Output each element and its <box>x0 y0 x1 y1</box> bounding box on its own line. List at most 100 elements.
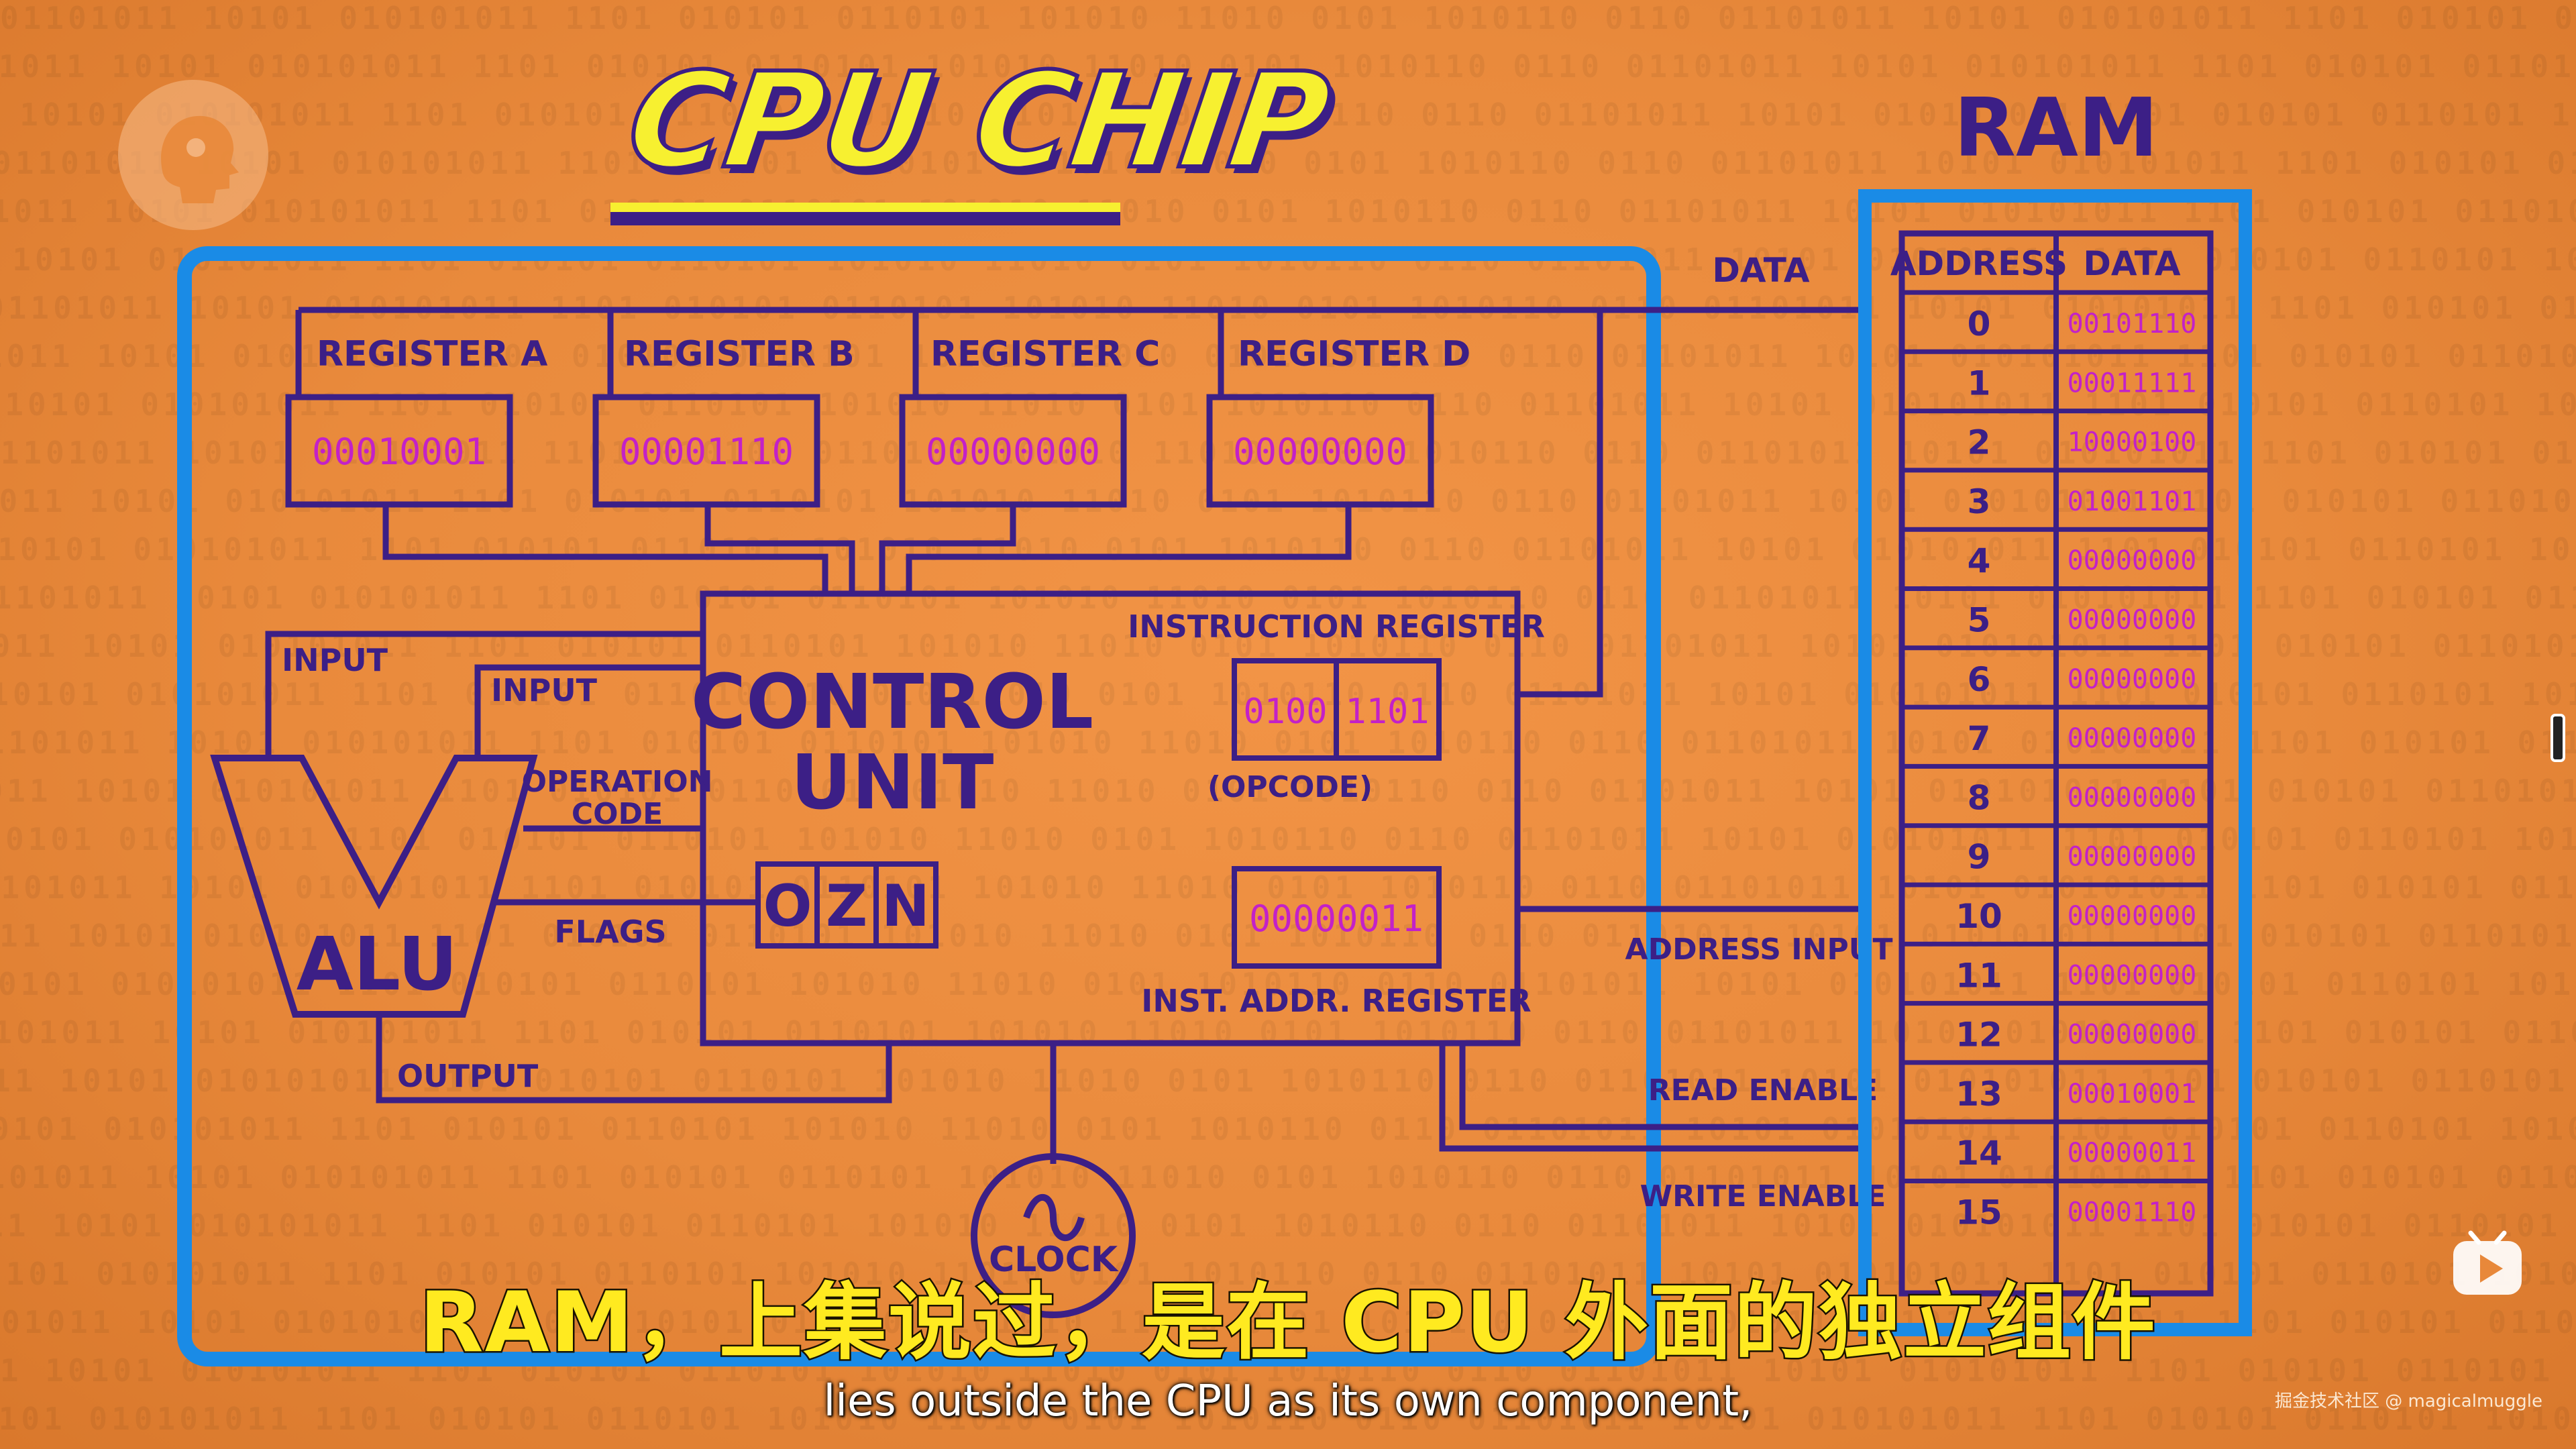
flags-label: FLAGS <box>554 914 666 950</box>
address-input-label: ADDRESS INPUT <box>1625 932 1893 967</box>
ram-address: 13 <box>1955 1075 2002 1114</box>
ram-address: 8 <box>1968 778 1991 817</box>
ram-address: 2 <box>1968 423 1991 462</box>
register-c: REGISTER C 00000000 <box>899 334 1160 508</box>
ram-data: 00000000 <box>2068 664 2197 695</box>
flag-zero: Z <box>826 873 867 940</box>
binary-row: 01101011 10101 010101011 1101 010101 011… <box>0 0 2576 36</box>
control-unit <box>700 590 1521 1046</box>
inst-addr-label: INST. ADDR. REGISTER <box>1141 983 1531 1019</box>
svg-text:CPU CHIP: CPU CHIP <box>625 52 1344 205</box>
operation-code-label-2: CODE <box>572 797 663 831</box>
ram-address: 3 <box>1968 482 1991 521</box>
wires <box>265 307 1865 1164</box>
read-enable-label: READ ENABLE <box>1648 1073 1878 1108</box>
register-value: 00010001 <box>312 431 486 473</box>
ram-data: 00000000 <box>2068 901 2197 932</box>
binary-row: 01101011 10101 010101011 1101 010101 011… <box>0 1063 2576 1099</box>
clock-wave-icon <box>1023 1193 1085 1242</box>
ram-address: 10 <box>1955 897 2002 936</box>
write-enable-label: WRITE ENABLE <box>1640 1179 1886 1214</box>
ram-header-data: DATA <box>2083 244 2181 283</box>
ram-data: 01001101 <box>2068 486 2197 517</box>
alu: ALU <box>210 755 538 1018</box>
binary-row: 01101011 10101 010101011 1101 010101 011… <box>0 531 2576 568</box>
flag-overflow: O <box>763 873 812 940</box>
binary-row: 01101011 10101 010101011 1101 010101 011… <box>0 435 2576 471</box>
register-value: 00000000 <box>926 431 1100 473</box>
ram-address: 14 <box>1955 1134 2002 1173</box>
register-box <box>899 394 1127 508</box>
data-bus-label: DATA <box>1712 251 1810 290</box>
binary-row: 01101011 10101 010101011 1101 010101 011… <box>0 145 2576 181</box>
opcode-label: (OPCODE) <box>1208 770 1373 804</box>
watermark: 掘金技术社区 @ magicalmuggle <box>2274 1391 2542 1411</box>
binary-row: 01101011 10101 010101011 1101 010101 011… <box>0 1256 2576 1292</box>
ram-data: 00010001 <box>2068 1079 2197 1110</box>
ram-address: 9 <box>1968 838 1991 877</box>
ram-address: 6 <box>1968 660 1991 699</box>
binary-row: 01101011 10101 010101011 1101 010101 011… <box>0 869 2576 906</box>
subtitle-english: lies outside the CPU as its own componen… <box>823 1377 1753 1426</box>
binary-row: 01101011 10101 010101011 1101 010101 011… <box>0 48 2576 85</box>
binary-row: 01101011 10101 010101011 1101 010101 011… <box>0 338 2576 374</box>
ram-data: 00000000 <box>2068 842 2197 873</box>
title: CPU CHIP CPU CHIP <box>610 43 1344 225</box>
ram-address: 4 <box>1968 541 1991 580</box>
binary-row: 01101011 10101 010101011 1101 010101 011… <box>0 966 2576 1002</box>
ram-border <box>1858 189 2252 1336</box>
register-box <box>285 394 513 508</box>
bilibili-play-icon[interactable] <box>2451 1229 2524 1297</box>
alu-input-1-label: INPUT <box>282 642 388 678</box>
binary-row: 01101011 10101 010101011 1101 010101 011… <box>0 1111 2576 1147</box>
register-a: REGISTER A 00010001 <box>285 334 547 508</box>
binary-row: 01101011 10101 010101011 1101 010101 011… <box>0 97 2576 133</box>
ram-data: 00000011 <box>2068 1138 2197 1169</box>
ram-data: 00000000 <box>2068 723 2197 754</box>
ram-address: 7 <box>1968 719 1991 758</box>
alu-label: ALU <box>297 921 458 1007</box>
ram-title: RAM <box>1954 82 2159 175</box>
ram-address: 12 <box>1955 1016 2002 1055</box>
binary-row: 01101011 10101 010101011 1101 010101 011… <box>0 1159 2576 1195</box>
ram-data: 00000000 <box>2068 605 2197 636</box>
opcode-value: 0100 <box>1243 692 1327 732</box>
binary-row: 01101011 10101 010101011 1101 010101 011… <box>0 386 2576 423</box>
register-value: 00001110 <box>619 431 794 473</box>
register-label: REGISTER A <box>317 334 547 374</box>
operation-code-label-1: OPERATION <box>522 765 713 799</box>
register-label: REGISTER D <box>1238 334 1470 374</box>
alu-output-label: OUTPUT <box>397 1058 539 1094</box>
ram-data: 10000100 <box>2068 427 2197 458</box>
binary-row: 01101011 10101 010101011 1101 010101 011… <box>0 1401 2576 1437</box>
inst-addr-value: 00000011 <box>1249 898 1424 940</box>
ram-address: 11 <box>1955 956 2002 995</box>
ram-data: 00101110 <box>2068 309 2197 339</box>
instruction-register-label: INSTRUCTION REGISTER <box>1128 608 1545 645</box>
register-box <box>1206 394 1434 508</box>
ram-address: 0 <box>1968 305 1991 343</box>
binary-row: 01101011 10101 010101011 1101 010101 011… <box>0 724 2576 761</box>
flags-register: O Z N <box>755 861 938 949</box>
ram-data: 00000000 <box>2068 1020 2197 1051</box>
cpu-chip-border <box>177 246 1661 1366</box>
scroll-indicator[interactable] <box>2551 714 2565 762</box>
clock-label: CLOCK <box>989 1240 1119 1280</box>
clock: CLOCK <box>971 1153 1136 1318</box>
alu-input-2-label: INPUT <box>491 672 598 708</box>
binary-row: 01101011 10101 010101011 1101 010101 011… <box>0 1208 2576 1244</box>
binary-row: 01101011 10101 010101011 1101 010101 011… <box>0 580 2576 616</box>
ram-data: 00000000 <box>2068 782 2197 813</box>
ram-address: 15 <box>1955 1193 2002 1232</box>
ram-address: 1 <box>1968 364 1991 402</box>
ram-address: 5 <box>1968 601 1991 640</box>
ram-header-address: ADDRESS <box>1890 244 2068 283</box>
svg-text:CPU CHIP: CPU CHIP <box>620 45 1338 198</box>
ram-data: 00000000 <box>2068 545 2197 576</box>
ram-data: 00000000 <box>2068 960 2197 991</box>
register-label: REGISTER B <box>624 334 855 374</box>
register-label: REGISTER C <box>930 334 1160 374</box>
register-b: REGISTER B 00001110 <box>592 334 855 508</box>
